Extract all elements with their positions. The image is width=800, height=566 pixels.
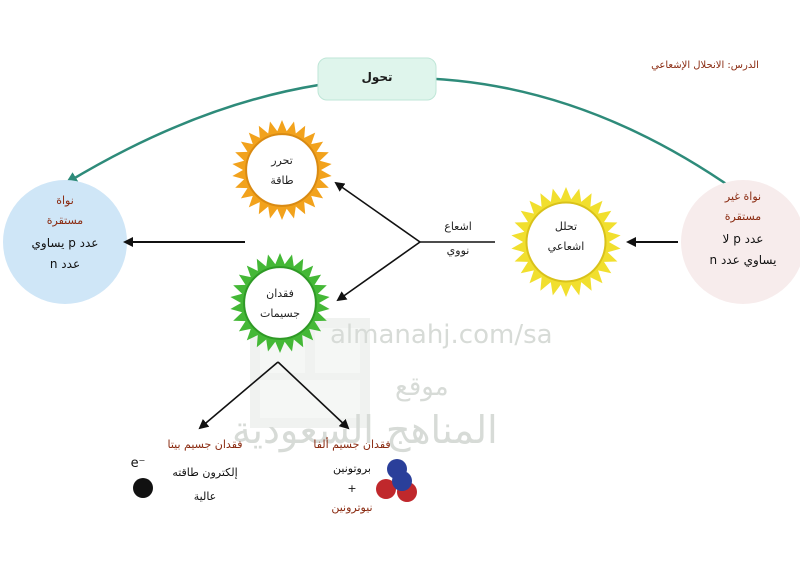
- particle-line1: فقدان: [266, 287, 294, 300]
- arrow-particles-to-beta: [198, 361, 279, 430]
- alpha-loss-label: فقدان جسيم ألفا بروتونين + نيوترونين: [306, 438, 398, 515]
- alpha-line1: بروتونين: [333, 461, 371, 475]
- unstable-line2: مستقرة: [724, 209, 762, 223]
- alpha-title: فقدان جسيم ألفا: [313, 438, 391, 451]
- decay-line1: تحلل: [554, 220, 578, 233]
- arrow-radiation-to-energy: [334, 181, 421, 243]
- lesson-title: الدرس: الانحلال الإشعاعي: [651, 60, 759, 71]
- energy-line2: طاقة: [270, 173, 294, 187]
- radioactive-decay-sun-center: [525, 201, 607, 283]
- energy-release-label: تحرر طاقة: [250, 154, 314, 188]
- electron-symbol: e⁻: [130, 456, 146, 471]
- watermark-site-big: المناهج السعودية: [232, 408, 498, 452]
- beta-line2: عالية: [193, 489, 217, 503]
- decay-line2: اشعاعي: [547, 239, 585, 253]
- beta-line1: إلكترون طاقته: [172, 465, 238, 479]
- alpha-plus: +: [347, 481, 357, 495]
- transform-box: [317, 57, 437, 101]
- particle-loss-label: فقدان جسيمات: [248, 287, 312, 321]
- alpha-line2: نيوترونين: [331, 501, 373, 515]
- nuclear-radiation-label: اشعاع نووي: [428, 220, 488, 258]
- radiation-line2: نووي: [446, 243, 470, 257]
- stable-line1: نواة: [56, 194, 74, 207]
- beta-loss-label: فقدان جسيم بيتا إلكترون طاقته عالية: [150, 438, 260, 503]
- stable-line3: عدد p يساوي: [31, 235, 99, 250]
- transform-label: تحول: [361, 70, 393, 84]
- energy-release-sun-center: [245, 133, 319, 207]
- radiation-line1: اشعاع: [444, 220, 472, 233]
- unstable-nucleus-circle: [681, 180, 800, 304]
- unstable-line4: يساوي عدد n: [709, 252, 777, 267]
- stable-line4: عدد n: [49, 256, 81, 271]
- electron-dot: [133, 478, 153, 498]
- stable-nucleus-circle: [3, 180, 127, 304]
- arrow-particles-to-alpha: [277, 361, 350, 430]
- beta-title: فقدان جسيم بيتا: [167, 438, 243, 451]
- unstable-line3: عدد p لا: [722, 231, 764, 246]
- energy-line1: تحرر: [271, 154, 293, 167]
- radioactive-decay-label: تحلل اشعاعي: [530, 220, 602, 254]
- alpha-particle-cluster: [376, 459, 417, 502]
- unstable-line1: نواة غير: [724, 190, 762, 203]
- arrow-radiation-to-particles: [336, 241, 421, 302]
- particle-loss-sun-center: [243, 266, 317, 340]
- unstable-nucleus-label: نواة غير مستقرة عدد p لا يساوي عدد n: [690, 190, 796, 268]
- stable-nucleus-label: نواة مستقرة عدد p يساوي عدد n: [12, 194, 118, 272]
- stable-line2: مستقرة: [46, 213, 84, 227]
- watermark-url: almanahj.com/sa: [330, 320, 553, 350]
- particle-line2: جسيمات: [260, 306, 300, 320]
- watermark-site-small: موقع: [395, 372, 449, 402]
